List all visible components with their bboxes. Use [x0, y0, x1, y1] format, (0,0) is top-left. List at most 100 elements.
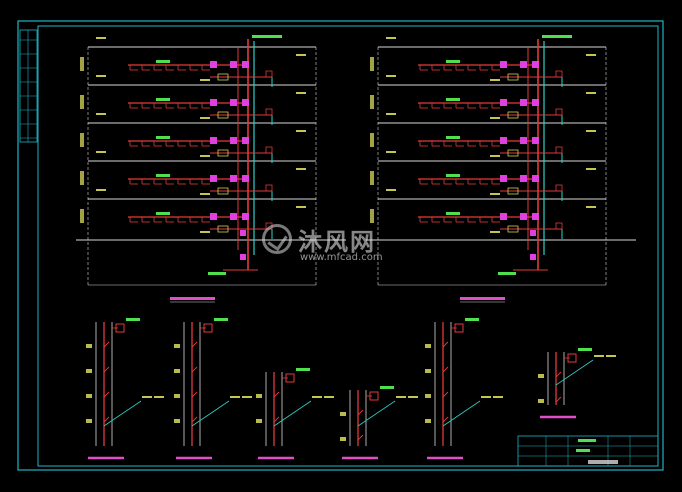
detail-3-branch — [273, 391, 280, 398]
system-a-branch-annotation — [200, 117, 210, 119]
system-a-level-text — [80, 95, 84, 109]
system-b-equipment-label — [507, 111, 519, 119]
system-b-base-fitting — [530, 230, 536, 236]
detail-5-level-label — [425, 369, 431, 373]
detail-4-note — [408, 396, 418, 398]
detail-3-level-label — [256, 419, 262, 423]
system-b-branch-tag — [446, 60, 460, 63]
detail-2-branch — [191, 366, 198, 373]
detail-4-level-label — [340, 437, 346, 441]
system-a-valve-box — [242, 213, 249, 220]
system-a-outlet-tag — [208, 272, 226, 275]
binding-strip — [19, 29, 38, 143]
system-b-title-bar — [460, 297, 505, 300]
detail-1-level-label — [86, 419, 92, 423]
detail-3-level-label — [256, 394, 262, 398]
system-b-branch-annotation — [490, 79, 500, 81]
system-b-check-valve — [555, 70, 563, 78]
system-a-level-text — [80, 133, 84, 147]
title-block-project-tag — [578, 439, 596, 442]
detail-2-branch — [191, 416, 198, 423]
detail-2-level-label — [174, 369, 180, 373]
detail-1-level-label — [86, 369, 92, 373]
detail-1-note — [142, 396, 152, 398]
system-a-title-bar — [170, 297, 215, 300]
system-a-top-tag — [252, 35, 282, 38]
system-b-elevation-label — [586, 206, 596, 208]
system-b-branch-annotation — [490, 155, 500, 157]
system-a-valve-box — [242, 61, 249, 68]
system-b-level-text — [370, 95, 374, 109]
system-b-elevation-label — [586, 168, 596, 170]
system-a-branch-annotation — [200, 193, 210, 195]
detail-5-level-label — [425, 419, 431, 423]
system-b-branch-tag — [446, 212, 460, 215]
system-a-branch-tag — [156, 212, 170, 215]
system-a-elevation-label — [296, 92, 306, 94]
detail-2-level-label — [174, 394, 180, 398]
detail-2-note — [242, 396, 252, 398]
detail-6-level-label — [538, 374, 544, 378]
title-block-name — [588, 460, 618, 464]
system-a-level-text — [80, 57, 84, 71]
detail-5-level-label — [425, 344, 431, 348]
system-a-check-valve — [265, 108, 273, 116]
system-a-valve-box — [210, 99, 217, 106]
system-a-check-valve — [265, 184, 273, 192]
detail-2-branch — [191, 391, 198, 398]
detail-5-level-label — [425, 394, 431, 398]
detail-6-note — [594, 355, 604, 357]
system-a-floor-height-label — [96, 151, 106, 153]
system-b-valve-box — [520, 213, 527, 220]
detail-4-top-tag — [380, 386, 394, 389]
system-b-floor-height-label — [386, 151, 396, 153]
system-a-base-fitting — [240, 230, 246, 236]
system-a-branch-tag — [156, 174, 170, 177]
system-b-elevation-label — [586, 130, 596, 132]
inner-frame — [37, 25, 659, 467]
system-b-branch-tag — [446, 136, 460, 139]
system-b-valve-box — [520, 175, 527, 182]
detail-2-top-tag — [214, 318, 228, 321]
system-a-check-valve — [265, 222, 273, 230]
detail-6-branch — [555, 396, 562, 403]
system-b-valve-box — [532, 137, 539, 144]
system-a-valve-box — [230, 137, 237, 144]
system-a-elevation-label — [296, 54, 306, 56]
detail-1-branch — [103, 416, 110, 423]
system-a-floor-height-label — [96, 75, 106, 77]
system-b-branch-annotation — [490, 231, 500, 233]
system-a-equipment-label — [217, 73, 229, 81]
system-a-equipment-label — [217, 149, 229, 157]
detail-1-leader — [103, 400, 142, 427]
system-a-check-valve — [265, 146, 273, 154]
detail-5-branch — [442, 391, 449, 398]
detail-2-level-label — [174, 419, 180, 423]
outer-frame — [17, 20, 664, 471]
system-b-floor-height-label — [386, 37, 396, 39]
system-a-valve-box — [242, 99, 249, 106]
detail-4-level-label — [340, 412, 346, 416]
system-b-valve-box — [520, 99, 527, 106]
system-b-elevation-label — [586, 92, 596, 94]
system-a-branch-tag — [156, 60, 170, 63]
system-b-base-fitting — [530, 254, 536, 260]
system-b-valve-box — [532, 61, 539, 68]
system-a-elevation-label — [296, 206, 306, 208]
system-b-check-valve — [555, 108, 563, 116]
system-a-equipment-label — [217, 225, 229, 233]
title-block — [517, 435, 659, 467]
system-a-valve-box — [230, 61, 237, 68]
system-a-branch-annotation — [200, 155, 210, 157]
detail-5-branch — [442, 341, 449, 348]
system-b-branch-annotation — [490, 193, 500, 195]
detail-2-note — [230, 396, 240, 398]
system-b-outlet-tag — [498, 272, 516, 275]
system-b-valve-box — [500, 137, 507, 144]
system-a-equipment-label — [217, 111, 229, 119]
system-a-valve-box — [242, 137, 249, 144]
system-a-valve-box — [230, 99, 237, 106]
system-a-check-valve — [265, 70, 273, 78]
system-b-equipment-label — [507, 225, 519, 233]
